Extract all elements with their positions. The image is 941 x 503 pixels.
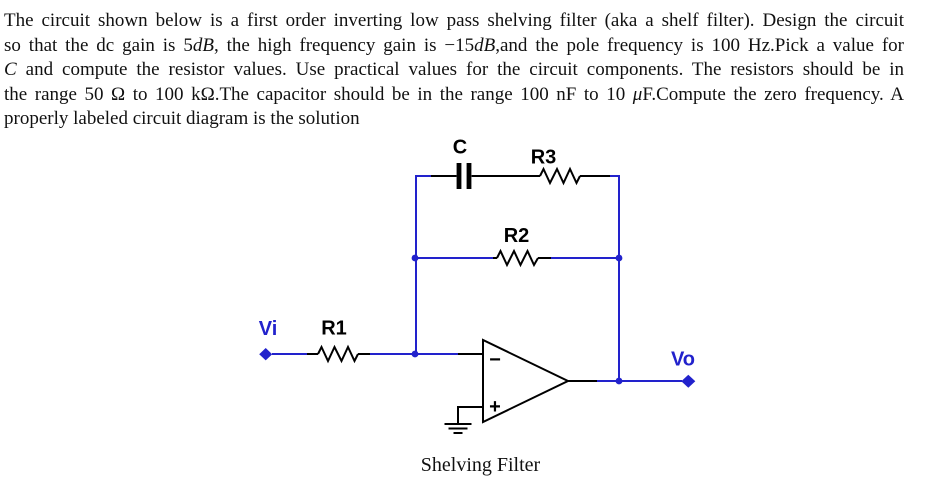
opamp-minus-sign: − (489, 349, 501, 371)
problem-line-1: The circuit shown below is a first order… (4, 9, 904, 34)
text-segment: and compute the resistor values. Use pra… (16, 59, 904, 81)
text-segment: , the high frequency gain is −15 (213, 34, 475, 56)
text-segment: ,and the pole frequency is 100 Hz.Pick a… (495, 34, 904, 56)
capacitor-plate-left (456, 163, 462, 189)
text-segment: so that the dc gain is 5 (4, 34, 193, 56)
feedback-right-wire (610, 175, 620, 381)
problem-line-2: so that the dc gain is 5dB, the high fre… (4, 34, 904, 59)
text-segment-italic: μ (632, 83, 643, 105)
problem-line-5: properly labeled circuit diagram is the … (4, 107, 904, 132)
text-segment-italic: dB (474, 34, 496, 56)
vi-terminal-diamond (259, 348, 273, 361)
problem-statement: The circuit shown below is a first order… (4, 9, 904, 132)
capacitor-label: C (453, 137, 467, 159)
opamp-plus-sign: + (489, 396, 501, 418)
r3-label: R3 (531, 147, 557, 169)
figure-caption: Shelving Filter (421, 454, 541, 476)
text-segment-italic: C (4, 59, 17, 81)
junction-dot-output (615, 377, 623, 385)
text-segment: The circuit shown below is a first order… (4, 10, 904, 31)
text-segment-italic: dB (192, 34, 214, 56)
feedback-left-wire (415, 175, 431, 354)
capacitor-plate-right (466, 163, 472, 189)
junction-dot-r2-left (411, 254, 419, 262)
vi-port-label: Vi (259, 318, 278, 340)
problem-line-4: the range 50 Ω to 100 kΩ.The capacitor s… (4, 83, 904, 108)
problem-line-3: C and compute the resistor values. Use p… (4, 58, 904, 83)
junction-dot-r2-right (615, 254, 623, 262)
vo-terminal-diamond (681, 374, 696, 388)
text-segment: F.Compute the zero frequency. A (642, 83, 904, 105)
text-segment: properly labeled circuit diagram is the … (4, 108, 360, 130)
vo-port-label: Vo (671, 349, 695, 371)
resistor-r3-zigzag (539, 166, 581, 186)
resistor-r2-zigzag (496, 248, 539, 268)
r1-label: R1 (321, 318, 347, 340)
ground-stem-wire (457, 406, 483, 424)
r2-label: R2 (504, 225, 530, 247)
junction-dot-summing-node (411, 350, 419, 358)
text-segment: the range 50 Ω to 100 kΩ.The capacitor s… (4, 83, 633, 105)
resistor-r1-zigzag (317, 344, 359, 364)
opamp-triangle (482, 338, 571, 424)
